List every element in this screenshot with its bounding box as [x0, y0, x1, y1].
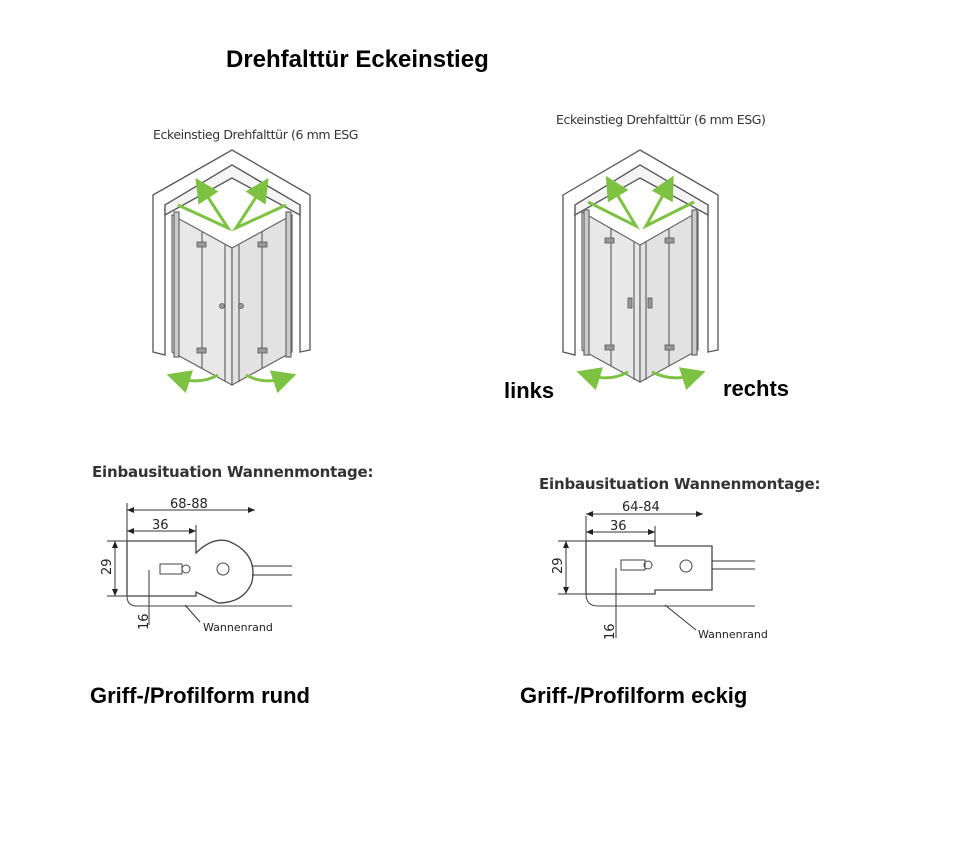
left-dim-inner: 36: [152, 518, 169, 533]
right-bottom-arrows: [576, 367, 706, 391]
right-dim-total: 64-84: [622, 500, 660, 515]
right-dim-height: 29: [551, 557, 566, 574]
left-dim-total: 68-88: [170, 497, 208, 512]
page-title: Drehfalttür Eckeinstieg: [226, 46, 489, 73]
left-wall-corner: [152, 149, 311, 356]
left-dim-rim: 16: [137, 613, 152, 630]
right-section-title: Einbausituation Wannenmontage:: [539, 475, 821, 493]
right-top-arrows: [587, 175, 695, 230]
right-dim-rim: 16: [603, 623, 618, 640]
right-footer: Griff-/Profilform eckig: [520, 683, 748, 708]
right-hinges: [604, 237, 675, 351]
left-bottom-arrows: [166, 370, 297, 394]
left-rim-label: Wannenrand: [203, 621, 273, 634]
label-rechts: rechts: [723, 376, 790, 401]
label-links: links: [504, 378, 555, 403]
left-hinges: [196, 241, 268, 354]
left-dim-height: 29: [100, 558, 115, 575]
right-shower-caption: Eckeinstieg Drehfalttür (6 mm ESG): [556, 112, 766, 127]
left-top-arrows: [177, 177, 287, 232]
left-glass-panels: [171, 211, 293, 387]
left-footer: Griff-/Profilform rund: [90, 683, 310, 708]
left-section-title: Einbausituation Wannenmontage:: [92, 463, 374, 481]
right-wall-corner: [562, 149, 719, 356]
right-rim-label: Wannenrand: [698, 628, 768, 641]
left-shower-caption: Eckeinstieg Drehfalttür (6 mm ESG: [153, 127, 359, 142]
right-dim-inner: 36: [610, 519, 627, 534]
right-glass-panels: [581, 209, 699, 384]
